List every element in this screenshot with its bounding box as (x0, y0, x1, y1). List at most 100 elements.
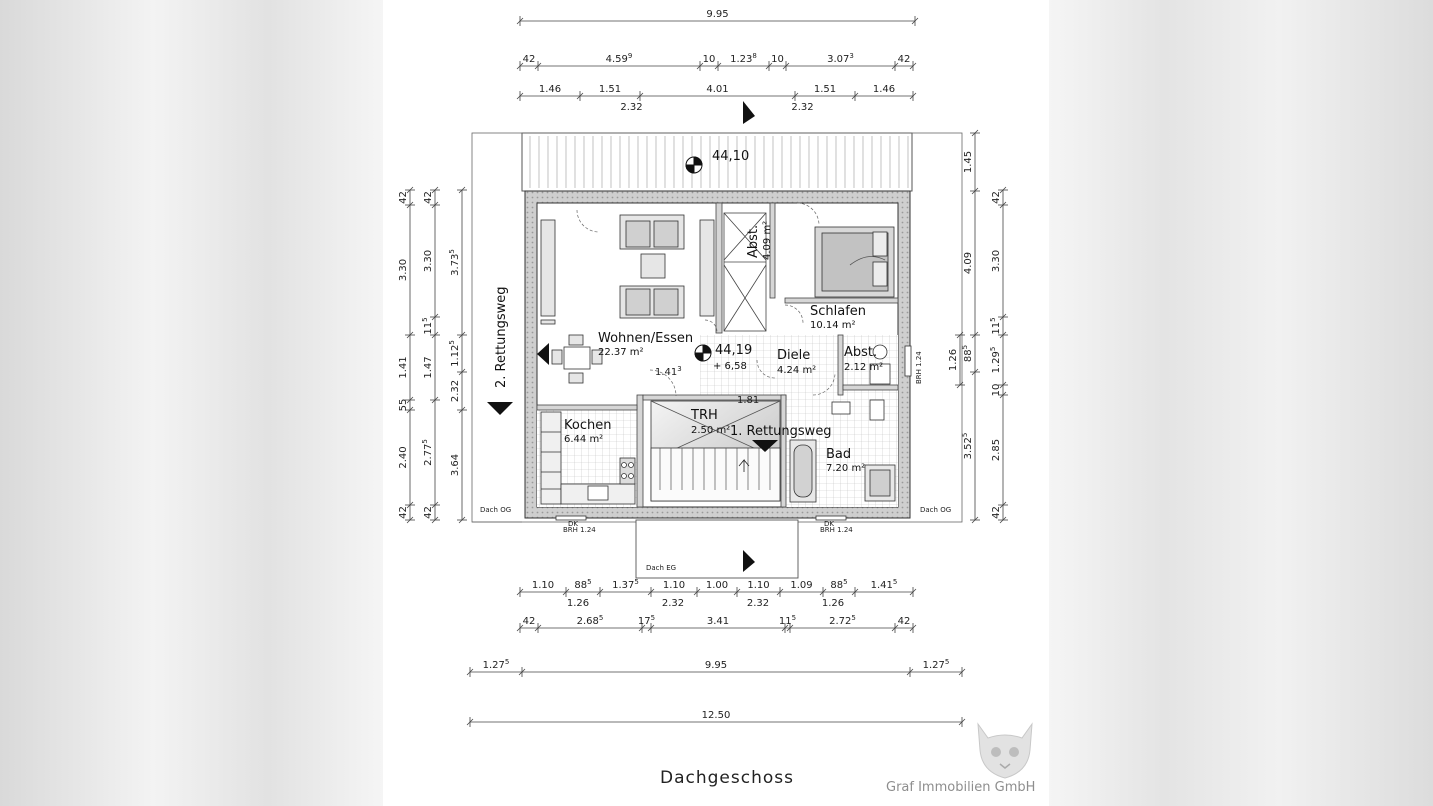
room-name-abst-2: Abst. (844, 345, 877, 360)
dim-left-col1-4: 2.40 (398, 446, 409, 468)
dim-right-col3-3: 1.295 (989, 347, 1002, 374)
dim-bottom-row3-1: 9.95 (705, 660, 727, 671)
dim-left-col1-2: 1.41 (398, 356, 409, 378)
room-labels: Wohnen/Essen 22.37 m² Schlafen 10.14 m² … (564, 221, 883, 474)
staircase (650, 400, 781, 502)
dim-top-row2-5: 3.073 (827, 52, 854, 65)
level-floor-label: 44,19 (715, 343, 752, 358)
escape-route-2-label: 2. Rettungsweg (494, 286, 509, 388)
living-furniture (540, 214, 715, 384)
level-floor-relative: + 6,58 (713, 361, 747, 372)
dim-right-col1-1: 4.09 (963, 252, 974, 274)
dach-og-right: Dach OG (920, 506, 951, 514)
dim-right-col3-4: 10 (991, 384, 1002, 397)
stair-dim-2: 1.81 (737, 395, 759, 406)
room-area-abst-1: 4.09 m² (762, 221, 773, 260)
dim-right-col1-3: 3.525 (961, 433, 974, 460)
dim-bottom-row1-1: 885 (574, 578, 591, 591)
level-markers (685, 156, 712, 362)
dach-eg-label: Dach EG (646, 564, 676, 572)
company-watermark: Graf Immobilien GmbH (886, 780, 1036, 795)
dim-top-row3b-1: 2.32 (791, 102, 813, 113)
dim-bottom-row1-6: 1.09 (790, 580, 812, 591)
balcony-area (521, 132, 913, 192)
dim-right-col1-2: 885 (961, 345, 974, 362)
dim-bottom-row1-3: 1.10 (663, 580, 685, 591)
dim-top-row3-0: 1.46 (539, 84, 561, 95)
dach-og-left: Dach OG (480, 506, 511, 514)
dim-top-row2-2: 10 (703, 54, 716, 65)
annotations: 44,10 44,19 + 6,58 1. Rettungsweg 2. Ret… (480, 149, 951, 572)
room-name-bad: Bad (826, 447, 851, 462)
brh-middle: BRH 1.24 (820, 526, 853, 534)
cat-logo-icon (977, 722, 1033, 779)
dim-bottom-row1-0: 1.10 (532, 580, 554, 591)
dim-bottom-row2-4: 115 (779, 614, 796, 627)
dim-right-col3-6: 42 (991, 506, 1002, 519)
dim-left-col1-5: 42 (398, 506, 409, 519)
dim-left-col2-5: 42 (423, 506, 434, 519)
dim-bottom-row1b-3: 1.26 (822, 598, 844, 609)
dim-bottom-row2-3: 3.41 (707, 616, 729, 627)
dk-middle: DK (824, 520, 834, 528)
window-markers (555, 345, 912, 521)
room-area-kochen: 6.44 m² (564, 434, 603, 445)
dim-right-col3-1: 3.30 (991, 250, 1002, 272)
dim-bottom-row1-4: 1.00 (706, 580, 728, 591)
dim-left-col2-1: 3.30 (423, 250, 434, 272)
dim-left-col3-2: 2.32 (450, 380, 461, 402)
dim-bottom-row1b-1: 2.32 (662, 598, 684, 609)
storage-shelves (723, 212, 767, 332)
bed (814, 226, 895, 298)
room-name-kochen: Kochen (564, 418, 611, 433)
dim-left-col1-3: 55 (398, 399, 409, 412)
bathroom-fixtures (789, 344, 896, 503)
dim-right-col2-0: 1.26 (948, 349, 959, 371)
brh-left: BRH 1.24 (563, 526, 596, 534)
dim-right-col3-5: 2.85 (991, 439, 1002, 461)
dim-top-row2-0: 42 (523, 54, 536, 65)
dimension-lines (405, 16, 1008, 727)
dim-bottom-row2-0: 42 (523, 616, 536, 627)
dim-top-row3b-0: 2.32 (620, 102, 642, 113)
dim-right-col1-0: 1.45 (963, 151, 974, 173)
dim-left-col1-1: 3.30 (398, 259, 409, 281)
room-name-wohnen: Wohnen/Essen (598, 331, 693, 346)
dim-bottom-row2-6: 42 (898, 616, 911, 627)
level-roof-label: 44,10 (712, 149, 749, 164)
kitchen-furniture (540, 411, 636, 505)
lower-roof-outline (635, 519, 799, 579)
dim-left-col3-1: 1.125 (448, 340, 461, 367)
dim-left-col2-0: 42 (423, 191, 434, 204)
dim-bottom-row2-1: 2.685 (577, 614, 604, 627)
dim-bottom-row3-0: 1.275 (483, 658, 510, 671)
room-name-trh: TRH (690, 408, 718, 423)
room-area-abst-2: 2.12 m² (844, 362, 883, 373)
blurred-background-right (1049, 0, 1433, 806)
room-area-bad: 7.20 m² (826, 463, 865, 474)
room-name-schlafen: Schlafen (810, 304, 866, 319)
dim-bottom-row3-2: 1.275 (923, 658, 950, 671)
dim-right-col3-0: 42 (991, 191, 1002, 204)
dim-top-row2-6: 42 (898, 54, 911, 65)
dim-left-col3-3: 3.64 (450, 454, 461, 476)
dim-bottom-row1-5: 1.10 (747, 580, 769, 591)
dim-bottom-row1-8: 1.415 (871, 578, 898, 591)
dim-bottom-row2-5: 2.725 (829, 614, 856, 627)
escape-route-1-label: 1. Rettungsweg (730, 424, 832, 439)
dim-top-total-0: 9.95 (706, 9, 728, 20)
dim-top-row3-3: 1.51 (814, 84, 836, 95)
dim-left-col2-3: 1.47 (423, 356, 434, 378)
dim-top-row3-1: 1.51 (599, 84, 621, 95)
dim-top-row3-4: 1.46 (873, 84, 895, 95)
dim-left-col3-0: 3.735 (448, 249, 461, 276)
dim-left-col1-0: 42 (398, 191, 409, 204)
dim-top-row2-3: 1.238 (730, 52, 757, 65)
dk-left: DK (568, 520, 578, 528)
stair-dim-1: 1.413 (655, 365, 682, 378)
interior-walls (536, 202, 899, 508)
dim-top-row3-2: 4.01 (706, 84, 728, 95)
room-area-wohnen: 22.37 m² (598, 347, 644, 358)
